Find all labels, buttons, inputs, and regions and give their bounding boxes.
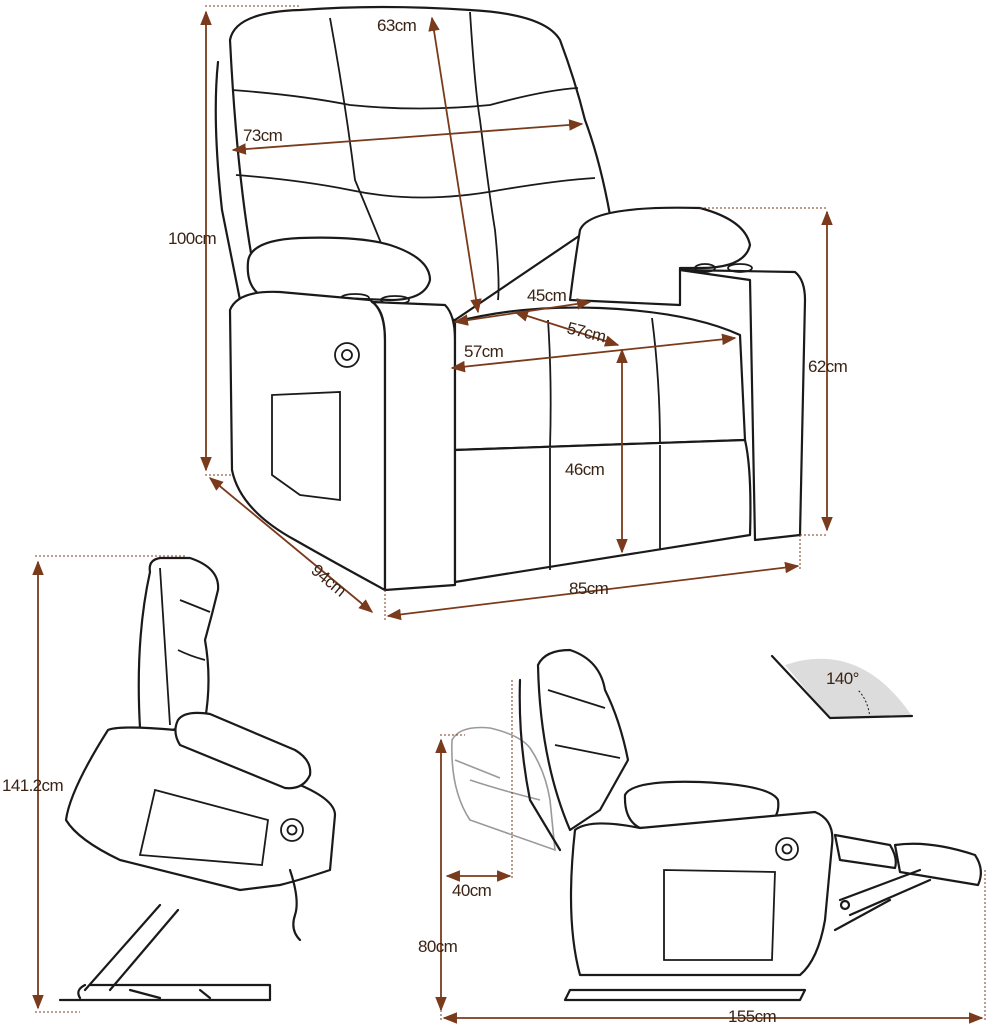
lift-view-chair (58, 556, 337, 1002)
arm-height-label: 62cm (808, 357, 848, 376)
seat-width-label: 57cm (464, 342, 504, 361)
back-width-label: 73cm (243, 126, 283, 145)
seat-height-label: 46cm (565, 460, 605, 479)
recline-view-chair (451, 648, 982, 1002)
lift-view-dimensions: 141.2cm (2, 555, 185, 1013)
recline-length-label: 155cm (728, 1007, 776, 1024)
wall-clearance-label: 40cm (452, 881, 492, 900)
headrest-height-label: 63cm (377, 16, 417, 35)
total-height-label: 100cm (168, 229, 216, 248)
recline-height-label: 80cm (418, 937, 458, 956)
lift-height-label: 141.2cm (2, 776, 63, 795)
front-view-chair (214, 5, 807, 592)
recline-angle-label: 140° (826, 669, 859, 688)
seat-front-width-label: 45cm (527, 286, 567, 305)
recline-view-dimensions: 40cm 80cm 155cm (418, 680, 986, 1024)
total-width-label: 85cm (569, 579, 609, 598)
recline-angle-indicator: 140° (770, 654, 914, 720)
